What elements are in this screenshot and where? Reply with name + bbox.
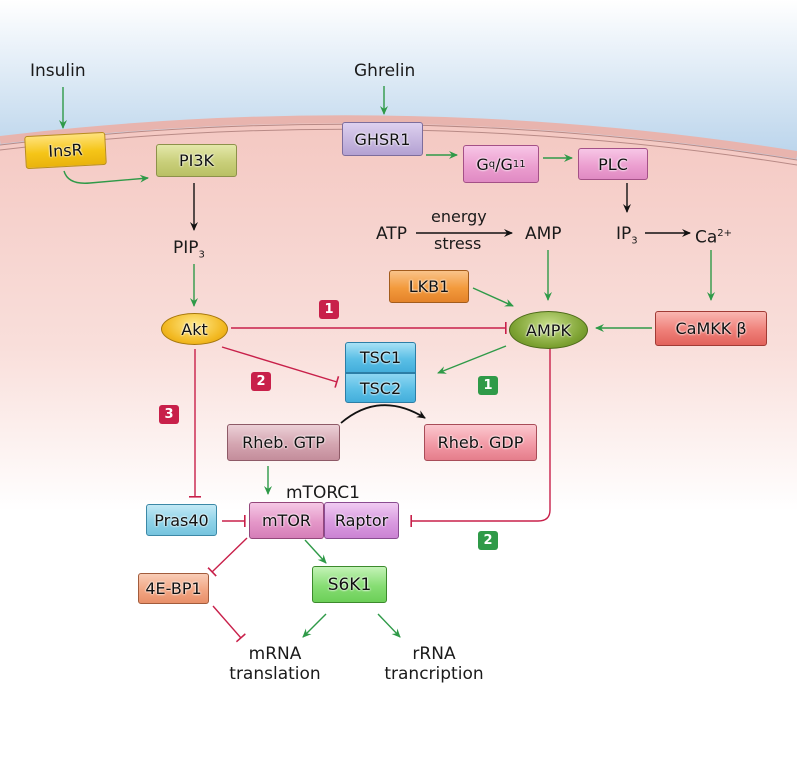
edge-lkb1-ampk [472,287,514,307]
edge-mtor-s6k1 [304,539,327,564]
ghrelin-label: Ghrelin [354,61,416,81]
rrna-line2: trancription [384,664,484,684]
badge-green-2: 2 [478,531,498,550]
node-camkk-beta[interactable]: CaMKK β [655,311,767,346]
pip3-text: PIP [173,238,199,258]
edge-s6k1-mrna [302,613,327,638]
badge-green-1: 1 [478,376,498,395]
mrna-line1: mRNA [248,644,302,664]
badge-red-3: 3 [159,405,179,424]
ip3-text: IP [616,224,632,244]
node-plc[interactable]: PLC [578,148,648,180]
node-rheb-gtp[interactable]: Rheb. GTP [227,424,340,461]
rrna-line1: rRNA [412,644,456,664]
gq-text-slash-g: /G [495,154,513,174]
node-s6k1[interactable]: S6K1 [312,566,387,603]
edge-s6k1-rrna [377,613,401,638]
calcium-superscript: 2+ [717,228,733,239]
atp-label: ATP [376,224,407,244]
node-pras40[interactable]: Pras40 [146,504,217,536]
stress-label: stress [434,234,482,253]
node-pi3k[interactable]: PI3K [156,144,237,177]
ip3-label: IP3 [616,224,638,251]
edge-ampk-tsc [437,345,507,374]
energy-label: energy [431,207,487,226]
node-ghsr1[interactable]: GHSR1 [342,122,423,156]
node-4ebp1[interactable]: 4E-BP1 [138,573,209,604]
edge-akt-tsc-inhibit [221,346,340,388]
node-lkb1[interactable]: LKB1 [389,270,469,303]
gq-text-g: G [476,154,489,174]
gq-subscript-11: 11 [512,158,526,170]
node-insr[interactable]: InsR [24,131,107,170]
node-raptor[interactable]: Raptor [324,502,399,539]
gq-subscript-q: q [488,158,496,170]
pip3-label: PIP3 [173,238,205,265]
mtorc1-label: mTORC1 [286,483,360,503]
node-ampk[interactable]: AMPK [509,311,588,349]
membrane-outer [0,115,797,159]
mrna-translation-label: mRNA translation [220,644,330,684]
cytoplasm [0,123,797,770]
node-tsc2[interactable]: TSC2 [345,373,416,403]
edge-mtor-4ebp1-inhibit [207,537,248,577]
calcium-text: Ca [695,227,718,248]
edge-4ebp1-mrna-inhibit [212,605,246,643]
node-tsc1[interactable]: TSC1 [345,342,416,373]
mrna-line2: translation [229,664,321,684]
node-mtor[interactable]: mTOR [249,502,324,539]
edge-tsc-rheb-conversion [340,404,426,424]
insulin-label: Insulin [30,61,86,81]
node-akt[interactable]: Akt [161,313,228,345]
pip3-subscript: 3 [198,249,205,261]
badge-red-2: 2 [251,372,271,391]
amp-label: AMP [525,224,562,244]
badge-red-1: 1 [319,300,339,319]
calcium-label: Ca2+ [695,224,732,248]
ip3-subscript: 3 [631,235,638,247]
edge-ampk-raptor-inhibit [410,347,551,527]
node-rheb-gdp[interactable]: Rheb. GDP [424,424,537,461]
rrna-transcription-label: rRNA trancription [378,644,490,684]
edge-insr-pi3k [63,170,149,184]
